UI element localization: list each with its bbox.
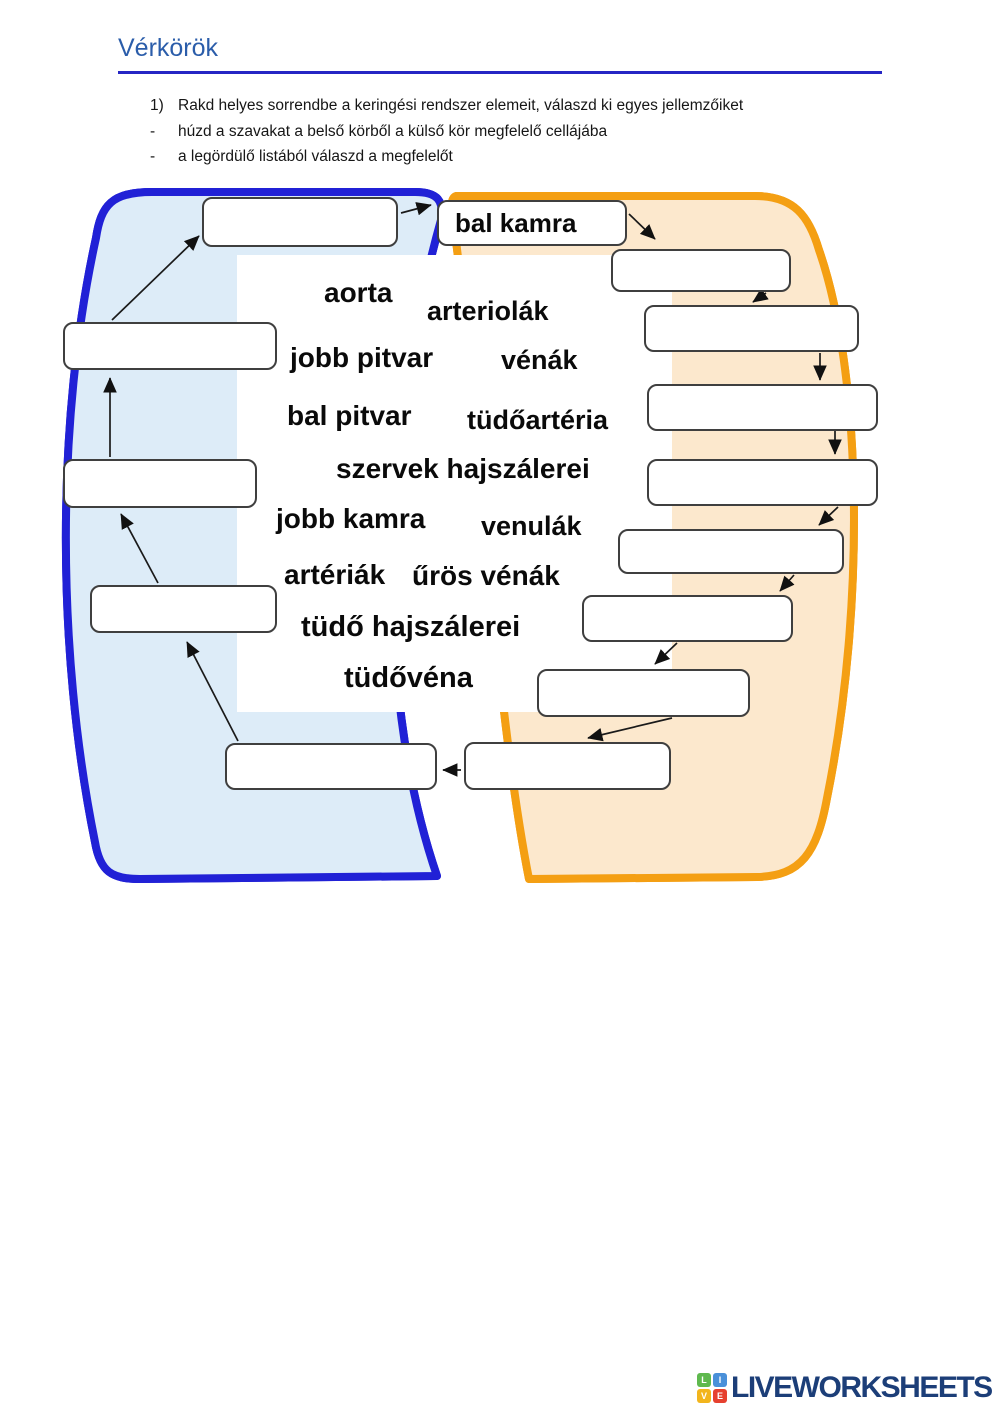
arrow: [120, 513, 159, 584]
instruction-marker: -: [150, 148, 156, 165]
answer-box-left-top[interactable]: [202, 197, 398, 247]
answer-box-bottom-left[interactable]: [225, 743, 437, 790]
word-szervek-hajszalerei[interactable]: szervek hajszálerei: [336, 453, 590, 484]
instruction-line: - a legördülő listából válaszd a megfelel…: [150, 148, 453, 166]
arrow: [779, 574, 795, 592]
word-tudoarteria[interactable]: tüdőartéria: [467, 405, 609, 435]
title-underline: [118, 71, 882, 74]
answer-box-left-3[interactable]: [63, 459, 257, 508]
answer-box-bal-kamra[interactable]: bal kamra: [437, 200, 627, 246]
arrow: [654, 642, 678, 665]
answer-box-right-2[interactable]: [644, 305, 859, 352]
arrow: [111, 235, 200, 321]
arrow: [587, 717, 673, 742]
instruction-text: a legördülő listából válaszd a megfelelő…: [178, 148, 453, 165]
logo-wordmark: LIVEWORKSHEETS: [731, 1371, 993, 1404]
answer-box-right-1[interactable]: [611, 249, 791, 292]
answer-box-right-3[interactable]: [647, 384, 878, 431]
word-bal-pitvar[interactable]: bal pitvar: [287, 400, 412, 431]
answer-box-right-7[interactable]: [537, 669, 750, 717]
word-venak[interactable]: vénák: [501, 345, 578, 375]
arrow: [186, 641, 239, 742]
instruction-marker: -: [150, 123, 156, 140]
word-jobb-pitvar[interactable]: jobb pitvar: [290, 342, 434, 373]
logo-cell-v: V: [697, 1389, 711, 1403]
bal-kamra-label: bal kamra: [455, 207, 577, 238]
word-arteriolak[interactable]: arteriolák: [427, 296, 549, 326]
answer-box-bottom-right[interactable]: [464, 742, 671, 790]
word-jobb-kamra[interactable]: jobb kamra: [276, 503, 426, 534]
instruction-line: - húzd a szavakat a belső körből a külső …: [150, 123, 607, 141]
page-title: Vérkörök: [118, 34, 219, 62]
logo-cell-l: L: [697, 1373, 711, 1387]
answer-box-right-4[interactable]: [647, 459, 878, 506]
word-tudovena[interactable]: tüdővéna: [344, 662, 473, 694]
liveworksheets-grid-icon: L I V E: [697, 1373, 727, 1403]
answer-box-right-6[interactable]: [582, 595, 793, 642]
flow-arrows: [103, 202, 842, 777]
logo-cell-e: E: [713, 1389, 727, 1403]
instruction-line: 1) Rakd helyes sorrendbe a keringési rend…: [150, 97, 743, 115]
word-aorta[interactable]: aorta: [324, 277, 393, 308]
arrow: [628, 213, 656, 240]
liveworksheets-logo: L I V E LIVEWORKSHEETS: [697, 1371, 993, 1405]
answer-box-right-5[interactable]: [618, 529, 844, 574]
instruction-marker: 1): [150, 97, 164, 114]
instruction-text: húzd a szavakat a belső körből a külső k…: [178, 123, 608, 140]
answer-box-left-2[interactable]: [63, 322, 277, 370]
word-arteriak[interactable]: artériák: [284, 559, 386, 590]
word-tudo-hajszalerei[interactable]: tüdő hajszálerei: [301, 611, 521, 643]
word-uros-venak[interactable]: űrös vénák: [412, 560, 560, 591]
answer-box-left-4[interactable]: [90, 585, 277, 633]
instruction-text: Rakd helyes sorrendbe a keringési rendsz…: [178, 97, 744, 114]
arrow: [818, 506, 839, 526]
word-venulak[interactable]: venulák: [481, 511, 582, 541]
logo-cell-i: I: [713, 1373, 727, 1387]
arrow: [400, 202, 432, 216]
arrow: [752, 288, 769, 303]
